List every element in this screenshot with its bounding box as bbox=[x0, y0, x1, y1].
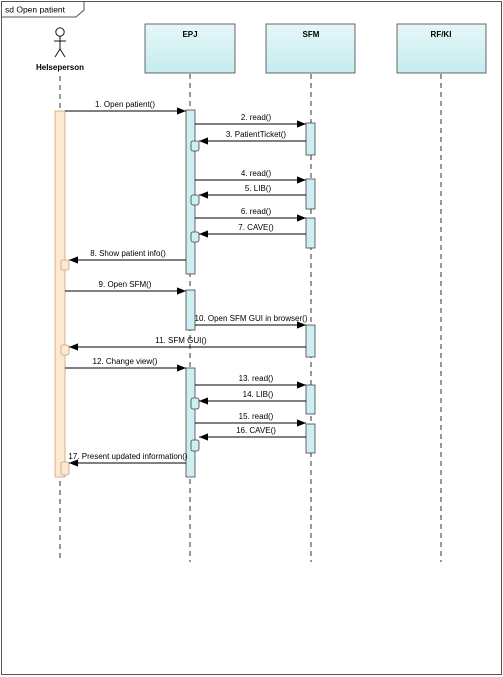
message-arrowhead-15 bbox=[297, 419, 306, 427]
message-label-7: 7. CAVE() bbox=[238, 223, 274, 232]
lifeline-head-epj bbox=[144, 23, 236, 74]
message-arrowhead-11 bbox=[69, 343, 78, 351]
message-label-13: 13. read() bbox=[239, 374, 274, 383]
activation-epj-return-16 bbox=[190, 439, 200, 452]
lifeline-rfki: RF/KI bbox=[396, 23, 487, 74]
message-label-17: 17. Present updated information() bbox=[68, 452, 188, 461]
message-label-12: 12. Change view() bbox=[93, 357, 158, 366]
message-label-6: 6. read() bbox=[241, 207, 272, 216]
message-arrowhead-7 bbox=[199, 230, 208, 238]
lifeline-head-sfm bbox=[265, 23, 356, 74]
activation-epj-3 bbox=[185, 367, 196, 478]
activation-epj-1 bbox=[185, 109, 196, 275]
message-label-4: 4. read() bbox=[241, 169, 272, 178]
frame-title-tab bbox=[1, 1, 85, 18]
message-label-3: 3. PatientTicket() bbox=[226, 130, 287, 139]
message-label-5: 5. LIB() bbox=[245, 184, 272, 193]
message-arrowhead-12 bbox=[177, 364, 186, 372]
activation-sfm-2 bbox=[305, 122, 316, 156]
activation-actor-main bbox=[54, 110, 66, 478]
activation-bars bbox=[54, 109, 316, 478]
activation-epj-return-3 bbox=[190, 140, 200, 152]
message-arrowhead-5 bbox=[199, 191, 208, 199]
activation-epj-return-5 bbox=[190, 194, 200, 206]
lifeline-label-rfki: RF/KI bbox=[431, 30, 452, 39]
activation-actor-return-17 bbox=[60, 461, 70, 476]
message-arrowhead-2 bbox=[297, 120, 306, 128]
message-label-11: 11. SFM GUI() bbox=[155, 336, 207, 345]
message-label-9: 9. Open SFM() bbox=[99, 280, 152, 289]
message-arrowhead-17 bbox=[69, 459, 78, 467]
lifeline-epj: EPJ bbox=[144, 23, 236, 74]
lifeline-head-rfki bbox=[396, 23, 487, 74]
message-label-14: 14. LIB() bbox=[243, 390, 274, 399]
activation-sfm-4 bbox=[305, 178, 316, 210]
lifeline-label-sfm: SFM bbox=[303, 30, 320, 39]
message-label-16: 16. CAVE() bbox=[236, 426, 276, 435]
activation-actor-return-8 bbox=[60, 259, 70, 271]
message-arrowhead-14 bbox=[199, 397, 208, 405]
message-arrowhead-10 bbox=[297, 321, 306, 329]
actor-label: Helseperson bbox=[36, 63, 84, 72]
message-arrowhead-4 bbox=[297, 176, 306, 184]
activation-sfm-13 bbox=[305, 384, 316, 415]
activation-actor-return-11 bbox=[60, 344, 70, 356]
lifeline-sfm: SFM bbox=[265, 23, 356, 74]
message-arrowhead-3 bbox=[199, 137, 208, 145]
activation-epj-return-7 bbox=[190, 231, 200, 243]
message-label-8: 8. Show patient info() bbox=[90, 249, 166, 258]
actor-stick-figure bbox=[54, 27, 66, 58]
message-arrowhead-8 bbox=[69, 256, 78, 264]
message-arrowhead-13 bbox=[297, 381, 306, 389]
message-arrowhead-16 bbox=[199, 433, 208, 441]
messages-group: 1. Open patient() 2. read() 3. PatientTick… bbox=[65, 100, 308, 467]
lifeline-label-epj: EPJ bbox=[182, 30, 197, 39]
activation-sfm-15 bbox=[305, 423, 316, 454]
message-label-15: 15. read() bbox=[239, 412, 274, 421]
message-label-2: 2. read() bbox=[241, 113, 272, 122]
message-arrowhead-9 bbox=[177, 287, 186, 295]
frame-title: sd Open patient bbox=[5, 5, 66, 15]
message-arrowhead-1 bbox=[177, 107, 186, 115]
message-label-1: 1. Open patient() bbox=[95, 100, 155, 109]
message-label-10: 10. Open SFM GUI in browser() bbox=[195, 314, 308, 323]
activation-sfm-6 bbox=[305, 217, 316, 249]
activation-sfm-10 bbox=[305, 324, 316, 358]
activation-epj-2 bbox=[185, 289, 196, 331]
message-arrowhead-6 bbox=[297, 214, 306, 222]
activation-epj-return-14 bbox=[190, 397, 200, 410]
